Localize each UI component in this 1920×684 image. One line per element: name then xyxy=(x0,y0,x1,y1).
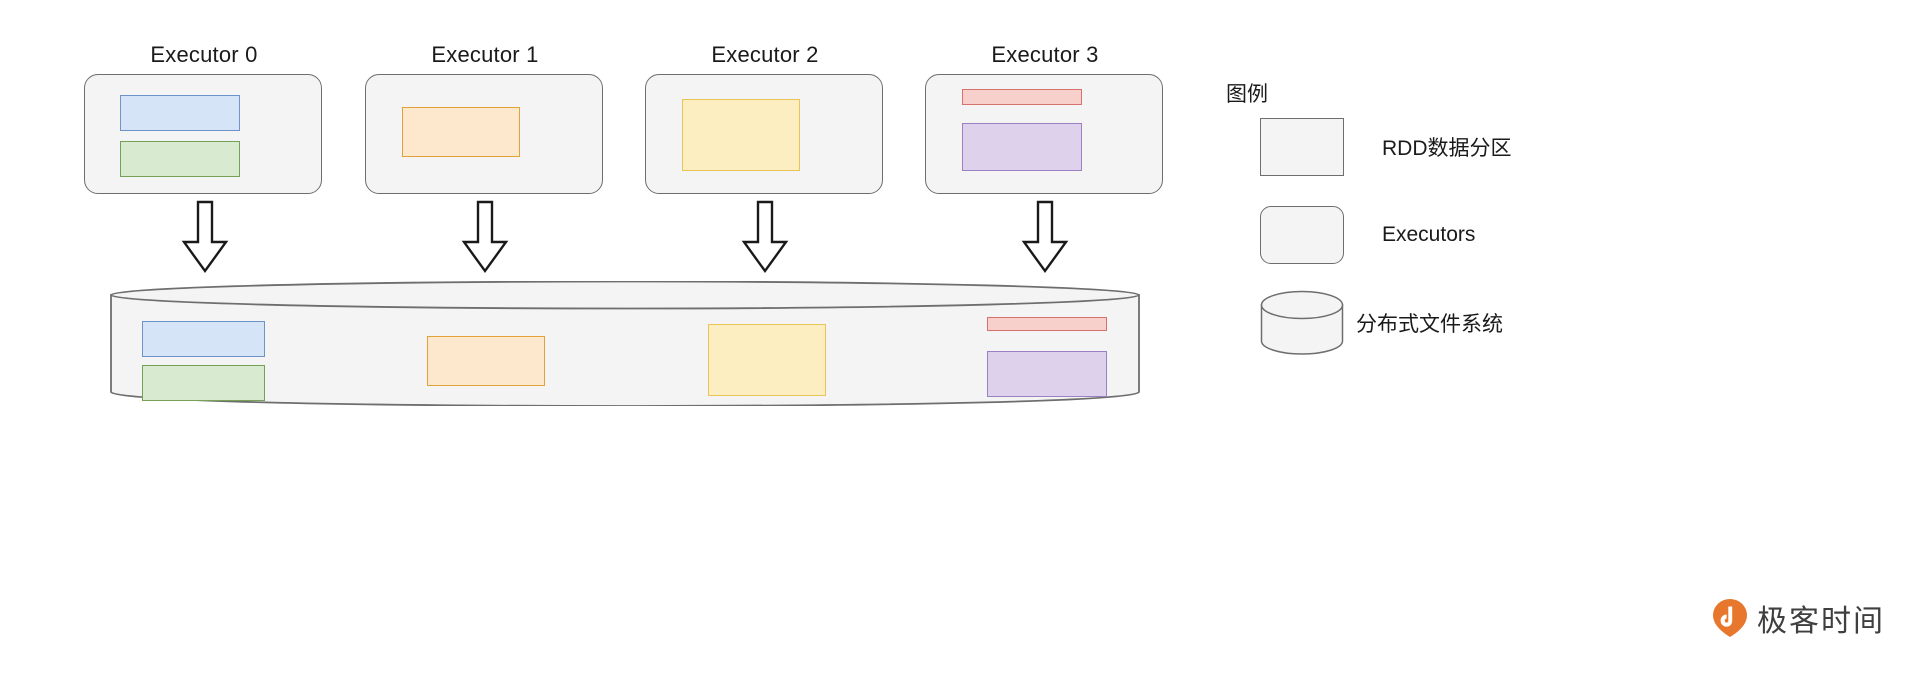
cylinder-shape xyxy=(110,281,1140,406)
legend-label-executors: Executors xyxy=(1382,223,1476,246)
block-orange-dfs[interactable] xyxy=(427,336,545,386)
executor-title-3: Executor 3 xyxy=(991,42,1099,67)
legend-swatch-cylinder-icon xyxy=(1260,290,1344,356)
legend-item-distributed-file-system: 分布式文件系统 xyxy=(1226,290,1503,356)
legend-swatch-rounded-rectangle-icon xyxy=(1260,206,1344,264)
down-arrow-1 xyxy=(461,200,509,274)
down-arrow-3 xyxy=(1021,200,1069,274)
distributed-file-system[interactable] xyxy=(110,281,1140,406)
watermark: 极客时间 xyxy=(1712,596,1885,640)
partition-blue-exec0[interactable] xyxy=(120,95,240,131)
legend-label-rdd-partition: RDD数据分区 xyxy=(1382,137,1512,160)
block-red-dfs[interactable] xyxy=(987,317,1107,331)
watermark-text: 极客时间 xyxy=(1757,604,1885,639)
legend-item-executors: Executors xyxy=(1226,206,1475,264)
down-arrow-2 xyxy=(741,200,789,274)
executor-box-1[interactable] xyxy=(365,74,603,194)
executor-box-2[interactable] xyxy=(645,74,883,194)
executor-box-3[interactable] xyxy=(925,74,1163,194)
block-green-dfs[interactable] xyxy=(142,365,265,401)
block-yellow-dfs[interactable] xyxy=(708,324,826,396)
executor-title-0: Executor 0 xyxy=(150,42,258,67)
executor-title-2: Executor 2 xyxy=(711,42,819,67)
block-purple-dfs[interactable] xyxy=(987,351,1107,397)
legend-item-rdd-partition: RDD数据分区 xyxy=(1226,118,1512,176)
legend-title: 图例 xyxy=(1226,83,1268,106)
geektime-logo-icon xyxy=(1713,599,1747,637)
partition-red-exec3[interactable] xyxy=(962,89,1082,105)
partition-green-exec0[interactable] xyxy=(120,141,240,177)
partition-purple-exec3[interactable] xyxy=(962,123,1082,171)
partition-orange-exec1[interactable] xyxy=(402,107,520,157)
cylinder-icon xyxy=(1260,290,1344,355)
executor-title-1: Executor 1 xyxy=(431,42,539,67)
partition-yellow-exec2[interactable] xyxy=(682,99,800,171)
block-blue-dfs[interactable] xyxy=(142,321,265,357)
down-arrow-0 xyxy=(181,200,229,274)
executor-box-0[interactable] xyxy=(84,74,322,194)
legend-label-distributed-file-system: 分布式文件系统 xyxy=(1356,313,1503,336)
legend-swatch-rectangle-icon xyxy=(1260,118,1344,176)
